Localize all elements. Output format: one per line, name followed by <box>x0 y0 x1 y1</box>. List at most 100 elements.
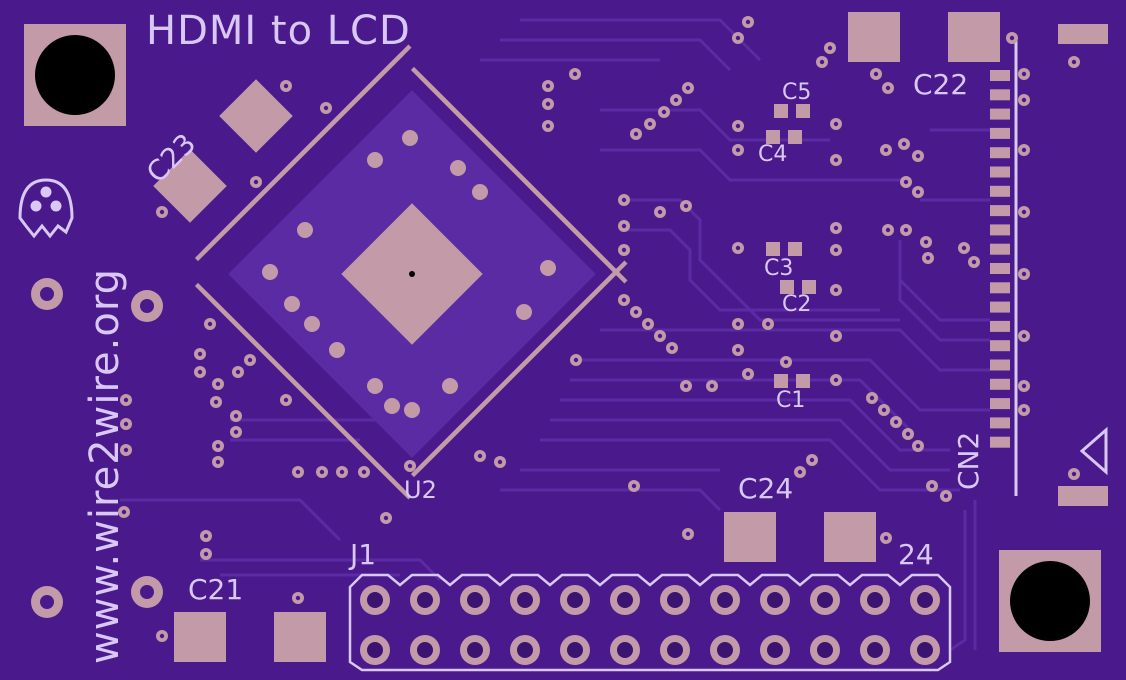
j1-pin-hole <box>367 592 383 608</box>
via-hole <box>1071 59 1077 65</box>
label-c3: C3 <box>764 256 794 281</box>
via-hole <box>295 595 301 601</box>
via-hole <box>883 535 889 541</box>
via-hole <box>885 227 891 233</box>
label-c22: C22 <box>913 68 969 101</box>
cn2-pad <box>990 340 1010 352</box>
via-hole <box>669 345 675 351</box>
via-hole <box>683 383 689 389</box>
label-c2: C2 <box>782 292 812 317</box>
j1-pin-hole <box>617 642 633 658</box>
via-hole <box>283 397 289 403</box>
via-hole <box>621 197 627 203</box>
via-hole <box>915 153 921 159</box>
via-hole <box>833 157 839 163</box>
via-hole <box>1021 407 1027 413</box>
j1-pin-hole <box>917 642 933 658</box>
mounting-hole-top-left <box>24 24 126 126</box>
via-hole <box>1021 209 1027 215</box>
via-hole <box>383 515 389 521</box>
via-hole <box>735 245 741 251</box>
via-hole <box>923 239 929 245</box>
via-hole <box>915 189 921 195</box>
via-hole <box>233 429 239 435</box>
via-hole <box>645 321 651 327</box>
via-hole <box>1071 471 1077 477</box>
via-hole <box>903 227 909 233</box>
j1-pin-hole <box>467 642 483 658</box>
via-hole <box>197 369 203 375</box>
via-hole <box>339 469 345 475</box>
via-hole <box>735 321 741 327</box>
via-hole <box>709 383 715 389</box>
via-hole <box>203 551 209 557</box>
qfp-pin <box>593 260 628 295</box>
j1-pin-hole <box>867 592 883 608</box>
via-hole <box>883 147 889 153</box>
via-hole <box>323 105 329 111</box>
via-hole <box>215 459 221 465</box>
via-hole <box>621 297 627 303</box>
via-hole <box>885 85 891 91</box>
via-hole <box>247 357 253 363</box>
j1-pin-hole <box>817 642 833 658</box>
via-hole <box>233 413 239 419</box>
cn2-pad <box>990 127 1010 139</box>
via-hole <box>903 179 909 185</box>
via-hole <box>881 407 887 413</box>
mounting-hole-bottom-right <box>999 550 1101 652</box>
cn2-pad <box>990 108 1010 120</box>
via-hole <box>971 259 977 265</box>
via-hole <box>783 359 789 365</box>
via-hole <box>633 131 639 137</box>
cn2-pad <box>990 398 1010 410</box>
via-hole <box>657 333 663 339</box>
via-hole <box>685 85 691 91</box>
j1-pin-hole <box>917 592 933 608</box>
via-hole <box>901 141 907 147</box>
via-hole <box>661 109 667 115</box>
via-hole <box>765 321 771 327</box>
via-hole <box>657 209 663 215</box>
via-hole <box>621 223 627 229</box>
via-hole <box>159 633 165 639</box>
label-c21: C21 <box>188 573 244 606</box>
via-hole <box>235 369 241 375</box>
via-hole <box>929 483 935 489</box>
via-hole <box>685 531 691 537</box>
via-hole <box>905 431 911 437</box>
u2-pin-rows <box>194 44 628 500</box>
via-hole <box>833 247 839 253</box>
via-hole <box>1021 147 1027 153</box>
left-round-pads <box>31 278 163 618</box>
via-hole <box>477 453 483 459</box>
via-hole <box>253 179 259 185</box>
via-hole <box>572 71 578 77</box>
j1-pin-hole <box>417 642 433 658</box>
via-hole <box>159 209 165 215</box>
via-hole <box>797 469 803 475</box>
label-cn2: CN2 <box>952 431 985 490</box>
qfp-pin <box>377 44 412 79</box>
via-hole <box>621 247 627 253</box>
via-hole <box>631 483 637 489</box>
via-hole <box>869 395 875 401</box>
j1-pin-hole <box>517 642 533 658</box>
via-hole <box>833 225 839 231</box>
via-hole <box>943 493 949 499</box>
via-hole <box>545 101 551 107</box>
cn2-lcd-connector <box>990 70 1010 448</box>
via-hole <box>745 19 751 25</box>
via-hole <box>873 71 879 77</box>
via-hole <box>573 357 579 363</box>
cn2-pad <box>990 205 1010 217</box>
via-hole <box>1021 97 1027 103</box>
u2-center-mark <box>409 271 415 277</box>
label-j1: J1 <box>350 538 377 571</box>
via-hole <box>735 147 741 153</box>
j1-pin-hole <box>467 592 483 608</box>
j1-pin-hole <box>367 642 383 658</box>
via-hole <box>123 421 129 427</box>
cn2-pad <box>990 378 1010 390</box>
via-hole <box>819 59 825 65</box>
